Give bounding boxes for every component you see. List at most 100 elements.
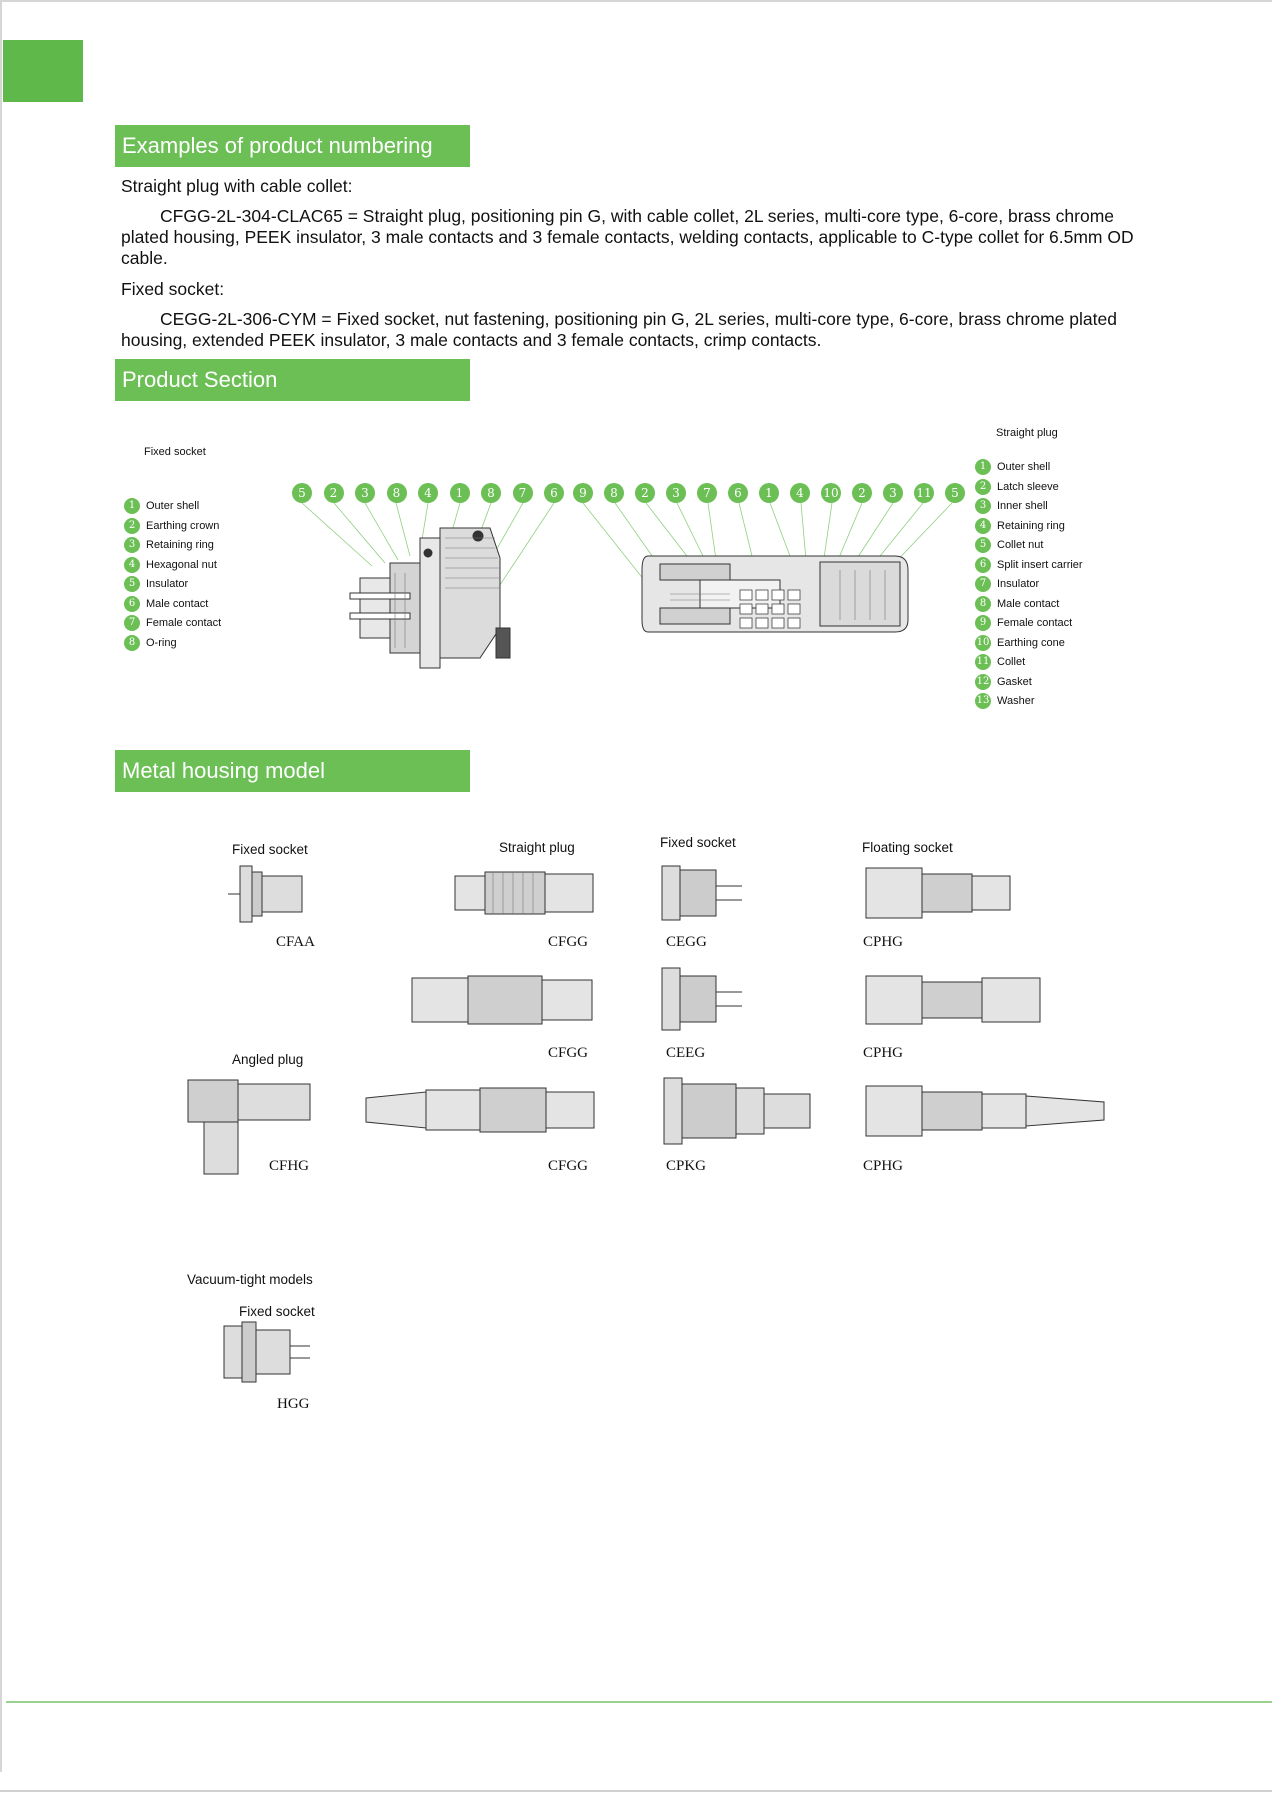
- plug-legend-label: Earthing cone: [997, 636, 1065, 649]
- corner-tab: [3, 40, 83, 102]
- section-title-product-section: Product Section: [115, 359, 470, 401]
- plug-legend-number: 12: [975, 673, 991, 690]
- socket-callout: 8: [386, 483, 407, 503]
- leader-lines: [301, 502, 953, 601]
- socket-callout: 5: [292, 483, 312, 503]
- code-cphg-3: CPHG: [863, 1158, 904, 1174]
- plug-legend-item: 3 Inner shell: [975, 497, 1048, 515]
- plug-callout: 3: [883, 483, 903, 503]
- label-vacuum-fixed-socket: Fixed socket: [239, 1304, 315, 1319]
- code-cfgg-2: CFGG: [548, 1045, 589, 1061]
- socket-callout: 4: [418, 483, 438, 503]
- code-ceeg: CEEG: [666, 1045, 706, 1061]
- socket-legend-number: 2: [124, 517, 140, 534]
- plug-legend-item: 13 Washer: [975, 692, 1035, 710]
- plug-legend-label: Collet nut: [997, 539, 1044, 551]
- plug-legend-label: Male contact: [997, 597, 1060, 610]
- plug-legend-number: 1: [975, 459, 991, 475]
- code-cfaa: CFAA: [276, 934, 315, 950]
- drawing-ceeg: [661, 967, 742, 1031]
- plug-legend-number: 4: [975, 517, 991, 534]
- plug-legend-item: 7 Insulator: [975, 575, 1039, 593]
- code-cfhg: CFHG: [269, 1158, 310, 1174]
- socket-legend-label: Retaining ring: [146, 539, 214, 551]
- plug-legend-item: 11 Collet: [975, 653, 1025, 671]
- plug-example-heading: Straight plug with cable collet:: [121, 176, 353, 196]
- socket-legend-label: Female contact: [146, 617, 222, 629]
- socket-callout: 1: [449, 483, 470, 503]
- plug-callout: 6: [728, 483, 748, 503]
- drawing-cfhg: [187, 1079, 311, 1175]
- socket-callout: 2: [323, 483, 344, 503]
- page-border-top: [0, 0, 1272, 2]
- plug-callout: 10: [821, 483, 841, 503]
- plug-diagram-title: Straight plug: [996, 427, 1058, 439]
- footer-line: [6, 1701, 1272, 1703]
- code-cphg-2: CPHG: [863, 1045, 904, 1061]
- socket-example-heading: Fixed socket:: [121, 279, 225, 299]
- socket-callout: 8: [481, 483, 501, 503]
- page-border-left: [0, 0, 2, 1772]
- plug-example-text: CFGG-2L-304-CLAC65 = Straight plug, posi…: [121, 206, 1134, 268]
- socket-legend-item: 8 O-ring: [124, 634, 177, 652]
- drawing-cphg-3: [865, 1085, 1105, 1137]
- plug-callout: 11: [914, 483, 934, 503]
- socket-diagram-title: Fixed socket: [144, 446, 206, 458]
- socket-legend-label: O-ring: [146, 636, 177, 649]
- code-cpkg: CPKG: [666, 1158, 707, 1174]
- plug-legend-label: Gasket: [997, 675, 1032, 688]
- label-floating-socket: Floating socket: [862, 840, 953, 855]
- plug-legend-label: Inner shell: [997, 500, 1048, 512]
- plug-callout: 5: [945, 483, 965, 503]
- plug-legend-label: Latch sleeve: [997, 480, 1059, 493]
- socket-legend-number: 1: [124, 498, 140, 514]
- socket-legend-number: 6: [124, 595, 140, 612]
- socket-legend-number: 7: [124, 615, 140, 631]
- plug-legend-number: 6: [975, 556, 991, 573]
- drawing-hgg: [223, 1321, 310, 1383]
- socket-legend-label: Outer shell: [146, 500, 200, 512]
- socket-legend-number: 5: [124, 576, 140, 592]
- plug-callout: 4: [790, 483, 810, 503]
- plug-callout: 1: [759, 483, 779, 503]
- plug-callout: 2: [852, 483, 872, 503]
- socket-legend-number: 4: [124, 556, 140, 573]
- plug-legend-item: 6 Split insert carrier: [975, 556, 1083, 574]
- plug-legend-label: Washer: [997, 695, 1035, 707]
- page-border-bottom: [0, 1790, 1272, 1792]
- code-cegg: CEGG: [666, 934, 707, 950]
- socket-legend-label: Earthing crown: [146, 519, 220, 532]
- code-cfgg-1: CFGG: [548, 934, 589, 950]
- socket-callout: 3: [355, 483, 375, 503]
- drawing-cfaa: [228, 865, 303, 923]
- plug-callout: 9: [573, 483, 593, 503]
- drawing-cfgg-3: [365, 1087, 595, 1133]
- drawing-cfgg-1: [454, 871, 594, 915]
- drawing-cphg-2: [865, 975, 1041, 1025]
- socket-cross-section: [349, 527, 511, 669]
- code-hgg: HGG: [277, 1396, 310, 1412]
- plug-legend-number: 3: [975, 498, 991, 514]
- label-straight-plug: Straight plug: [499, 840, 575, 855]
- plug-legend-label: Collet: [997, 656, 1026, 668]
- plug-legend-label: Female contact: [997, 617, 1073, 629]
- plug-legend-label: Insulator: [997, 578, 1040, 590]
- code-cphg-1: CPHG: [863, 934, 904, 950]
- socket-callout: 7: [512, 483, 533, 503]
- socket-legend-label: Male contact: [146, 597, 209, 610]
- plug-legend-number: 7: [975, 576, 991, 592]
- plug-callout: 2: [635, 483, 655, 503]
- socket-legend-item: 6 Male contact: [124, 595, 208, 613]
- socket-legend-number: 8: [124, 634, 140, 651]
- plug-legend-number: 10: [975, 634, 991, 651]
- plug-legend-label: Split insert carrier: [997, 558, 1083, 571]
- plug-legend-number: 13: [975, 693, 991, 709]
- plug-legend-number: 11: [975, 654, 991, 670]
- drawing-cegg: [661, 865, 742, 921]
